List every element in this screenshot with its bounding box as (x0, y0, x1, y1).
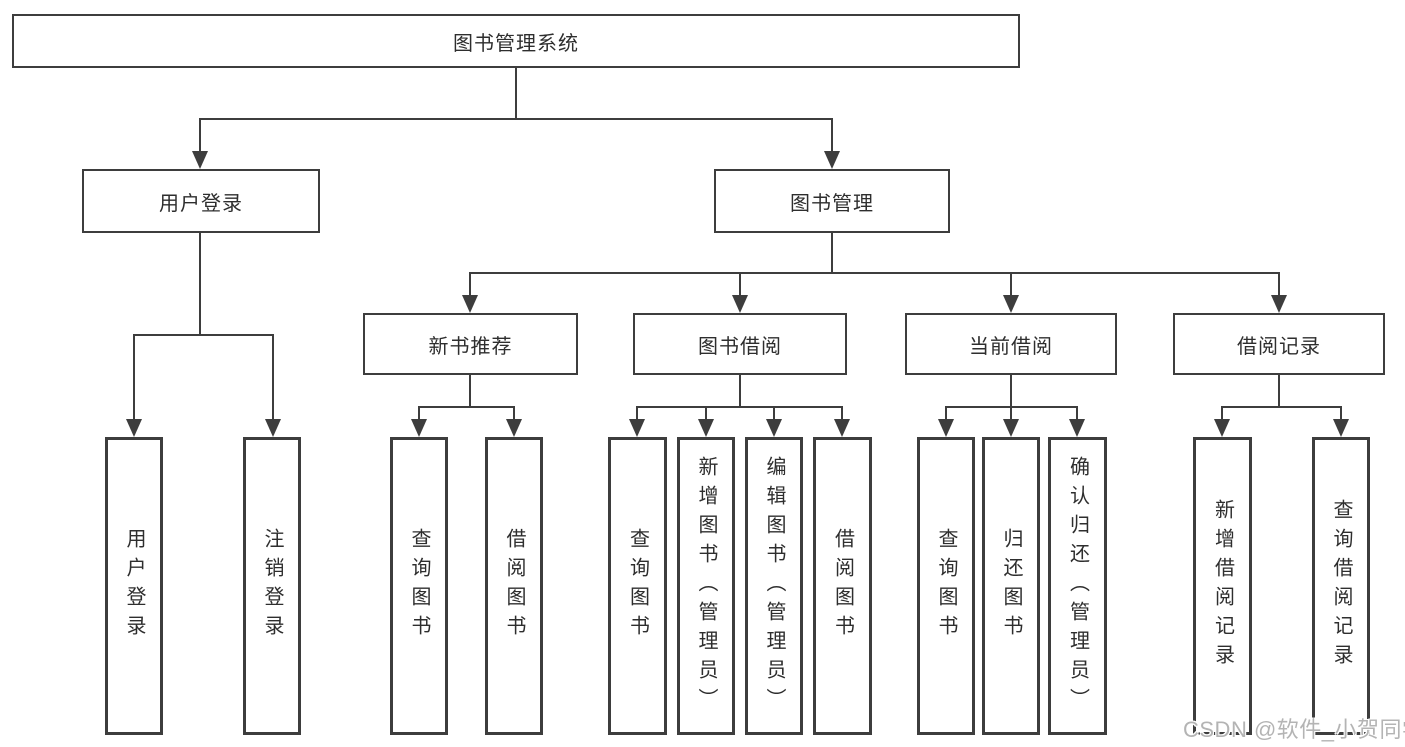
csdn-watermark: CSDN @软件_小贺同学 (1183, 717, 1405, 742)
leaf-user-login: 用户登录 (105, 437, 163, 735)
connector-drop-leaf (133, 334, 135, 421)
connector-drop-leaf (418, 406, 420, 422)
node-label: 图书管理系统 (453, 32, 579, 55)
connector-drop-leaf (773, 406, 775, 422)
leaf-edit-book-admin: 编辑图书（管理员） (745, 437, 803, 735)
connector-drop-book-borrowing (739, 272, 741, 298)
leaf-borrow-books-recommend: 借阅图书 (485, 437, 543, 735)
connector-stem (1278, 375, 1280, 408)
leaf-label: 借阅图书 (503, 528, 525, 644)
leaf-query-books-recommend: 查询图书 (390, 437, 448, 735)
connector-stem (739, 375, 741, 408)
arrowhead-icon (126, 419, 142, 437)
connector-bus (1221, 406, 1342, 408)
connector-drop-borrow-records (1278, 272, 1280, 298)
connector-book-management-stem (831, 233, 833, 274)
node-label: 用户登录 (159, 192, 243, 215)
leaf-logout: 注销登录 (243, 437, 301, 735)
arrowhead-icon (411, 419, 427, 437)
leaf-query-borrow-record: 查询借阅记录 (1312, 437, 1370, 735)
arrowhead-icon (1003, 419, 1019, 437)
arrowhead-icon (1271, 295, 1287, 313)
node-current-borrowing: 当前借阅 (905, 313, 1117, 375)
connector-drop-leaf (636, 406, 638, 422)
leaf-label: 编辑图书（管理员） (763, 455, 785, 717)
connector-drop-leaf (1076, 406, 1078, 422)
leaf-label: 查询图书 (626, 528, 649, 644)
connector-user-login-stem (199, 233, 201, 335)
arrowhead-icon (265, 419, 281, 437)
leaf-label: 查询借阅记录 (1330, 499, 1352, 673)
leaf-label: 归还图书 (1000, 528, 1022, 644)
connector-drop-leaf (945, 406, 947, 422)
leaf-return-books: 归还图书 (982, 437, 1040, 735)
arrowhead-icon (824, 151, 840, 169)
node-label: 新书推荐 (428, 335, 513, 358)
node-user-login: 用户登录 (82, 169, 320, 233)
arrowhead-icon (698, 419, 714, 437)
arrowhead-icon (1333, 419, 1349, 437)
leaf-label: 查询图书 (408, 528, 430, 644)
connector-drop-leaf (1340, 406, 1342, 422)
leaf-label: 用户登录 (123, 528, 145, 644)
connector-drop-new-books (469, 272, 471, 298)
connector-stem (469, 375, 471, 408)
leaf-label: 确认归还（管理员） (1066, 455, 1089, 717)
arrowhead-icon (192, 151, 208, 169)
arrowhead-icon (732, 295, 748, 313)
node-book-borrowing: 图书借阅 (633, 313, 847, 375)
connector-drop-current-borrowing (1010, 272, 1012, 298)
connector-drop-user-login (199, 118, 201, 154)
arrowhead-icon (1214, 419, 1230, 437)
arrowhead-icon (462, 295, 478, 313)
connector-drop-leaf (272, 334, 274, 421)
node-label: 当前借阅 (969, 335, 1053, 358)
connector-book-management-bus (469, 272, 1280, 274)
arrowhead-icon (938, 419, 954, 437)
arrowhead-icon (834, 419, 850, 437)
node-borrow-records: 借阅记录 (1173, 313, 1385, 375)
leaf-label: 注销登录 (261, 528, 283, 644)
arrowhead-icon (766, 419, 782, 437)
leaf-add-book-admin: 新增图书（管理员） (677, 437, 735, 735)
connector-drop-book-management (831, 118, 833, 154)
node-library-management-system: 图书管理系统 (12, 14, 1020, 68)
node-label: 借阅记录 (1237, 335, 1321, 358)
connector-drop-leaf (1221, 406, 1223, 422)
connector-bus (636, 406, 843, 408)
arrowhead-icon (1003, 295, 1019, 313)
leaf-query-books-borrowing: 查询图书 (608, 437, 667, 735)
connector-user-login-bus (133, 334, 274, 336)
connector-root-stem (515, 68, 517, 119)
connector-root-bus (199, 118, 833, 120)
connector-drop-leaf (513, 406, 515, 422)
node-label: 图书借阅 (698, 335, 782, 358)
connector-drop-leaf (841, 406, 843, 422)
arrowhead-icon (506, 419, 522, 437)
arrowhead-icon (1069, 419, 1085, 437)
leaf-label: 查询图书 (935, 528, 957, 644)
node-book-management: 图书管理 (714, 169, 950, 233)
connector-drop-leaf (705, 406, 707, 422)
node-label: 图书管理 (790, 192, 874, 215)
connector-drop-leaf (1010, 406, 1012, 422)
leaf-borrow-books-borrowing: 借阅图书 (813, 437, 872, 735)
connector-bus (418, 406, 515, 408)
leaf-add-borrow-record: 新增借阅记录 (1193, 437, 1252, 735)
connector-stem (1010, 375, 1012, 408)
leaf-label: 新增借阅记录 (1211, 499, 1234, 673)
leaf-query-books-current: 查询图书 (917, 437, 975, 735)
leaf-label: 新增图书（管理员） (695, 455, 717, 717)
node-new-book-recommendation: 新书推荐 (363, 313, 578, 375)
leaf-label: 借阅图书 (831, 528, 854, 644)
arrowhead-icon (629, 419, 645, 437)
leaf-confirm-return-admin: 确认归还（管理员） (1048, 437, 1107, 735)
